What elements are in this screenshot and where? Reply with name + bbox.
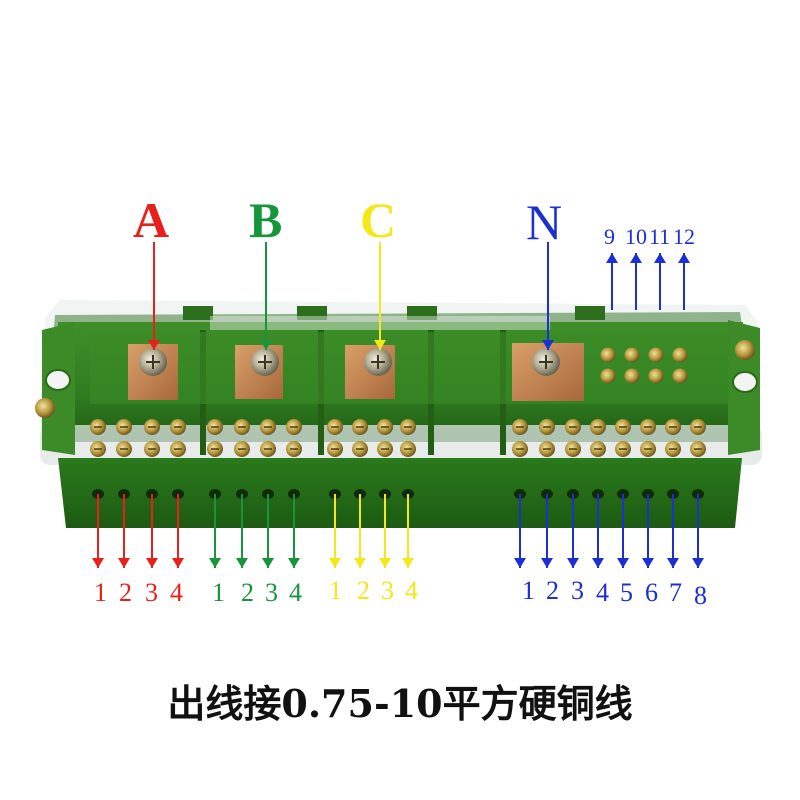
output-number: 6 bbox=[645, 578, 658, 607]
terminal-screw bbox=[672, 368, 688, 384]
terminal-screw bbox=[624, 347, 640, 363]
terminal-screw bbox=[648, 347, 664, 363]
arrow bbox=[606, 253, 618, 310]
small-terminal-screws bbox=[90, 419, 706, 457]
arrow bbox=[541, 494, 553, 568]
main-terminals bbox=[128, 343, 584, 401]
output-number: 3 bbox=[265, 578, 278, 607]
output-number: 4 bbox=[170, 578, 183, 607]
arrow bbox=[514, 494, 526, 568]
output-number: 4 bbox=[596, 578, 609, 607]
arrow bbox=[379, 494, 391, 568]
annotation-arrows bbox=[92, 242, 704, 568]
output-number: 4 bbox=[405, 576, 418, 605]
output-number: 2 bbox=[119, 578, 132, 607]
arrow bbox=[146, 494, 158, 568]
terminal-screw bbox=[624, 368, 640, 384]
arrow bbox=[630, 253, 642, 310]
arrow bbox=[642, 494, 654, 568]
arrow bbox=[262, 494, 274, 568]
output-number: 2 bbox=[546, 576, 559, 605]
arrow bbox=[209, 494, 221, 568]
product-caption: 出线接0.75-10平方硬铜线 bbox=[167, 681, 633, 726]
terminal-screw bbox=[600, 347, 616, 363]
arrow bbox=[354, 494, 366, 568]
output-number: 8 bbox=[694, 581, 707, 610]
arrow bbox=[172, 494, 184, 568]
output-number: 12 bbox=[673, 224, 695, 249]
arrow bbox=[542, 242, 554, 350]
arrow bbox=[329, 494, 341, 568]
arrow bbox=[667, 494, 679, 568]
arrow bbox=[402, 494, 414, 568]
output-number: 1 bbox=[212, 578, 225, 607]
output-number: 11 bbox=[649, 224, 671, 249]
output-number: 3 bbox=[381, 576, 394, 605]
arrow bbox=[374, 242, 386, 350]
terminal-screw bbox=[648, 368, 664, 384]
output-number: 3 bbox=[145, 578, 158, 607]
output-number: 5 bbox=[620, 578, 633, 607]
phase-label-c: C bbox=[360, 192, 397, 248]
arrow bbox=[567, 494, 579, 568]
neutral-extra-screws bbox=[600, 347, 688, 384]
terminal-block-housing bbox=[40, 300, 762, 528]
arrow bbox=[678, 253, 690, 310]
output-number: 2 bbox=[241, 578, 254, 607]
arrow bbox=[260, 242, 272, 350]
phase-label-a: A bbox=[133, 192, 170, 248]
output-number: 3 bbox=[571, 576, 584, 605]
arrow bbox=[92, 494, 104, 568]
output-number: 9 bbox=[604, 224, 615, 249]
output-number: 7 bbox=[669, 578, 682, 607]
terminal-screw bbox=[672, 347, 688, 363]
output-number: 1 bbox=[329, 576, 342, 605]
output-number: 2 bbox=[357, 576, 370, 605]
arrow bbox=[288, 494, 300, 568]
terminal-screw bbox=[600, 368, 616, 384]
output-number: 4 bbox=[289, 578, 302, 607]
arrow bbox=[617, 494, 629, 568]
mounting-screws bbox=[35, 340, 755, 418]
phase-label-b: B bbox=[249, 192, 283, 248]
output-number: 10 bbox=[625, 224, 647, 249]
arrow bbox=[692, 494, 704, 568]
arrow bbox=[148, 242, 160, 350]
output-number: 1 bbox=[94, 578, 107, 607]
arrow bbox=[592, 494, 604, 568]
phase-label-n: N bbox=[526, 194, 563, 250]
arrow bbox=[118, 494, 130, 568]
arrow bbox=[236, 494, 248, 568]
output-number: 1 bbox=[522, 576, 535, 605]
arrow bbox=[654, 253, 666, 310]
